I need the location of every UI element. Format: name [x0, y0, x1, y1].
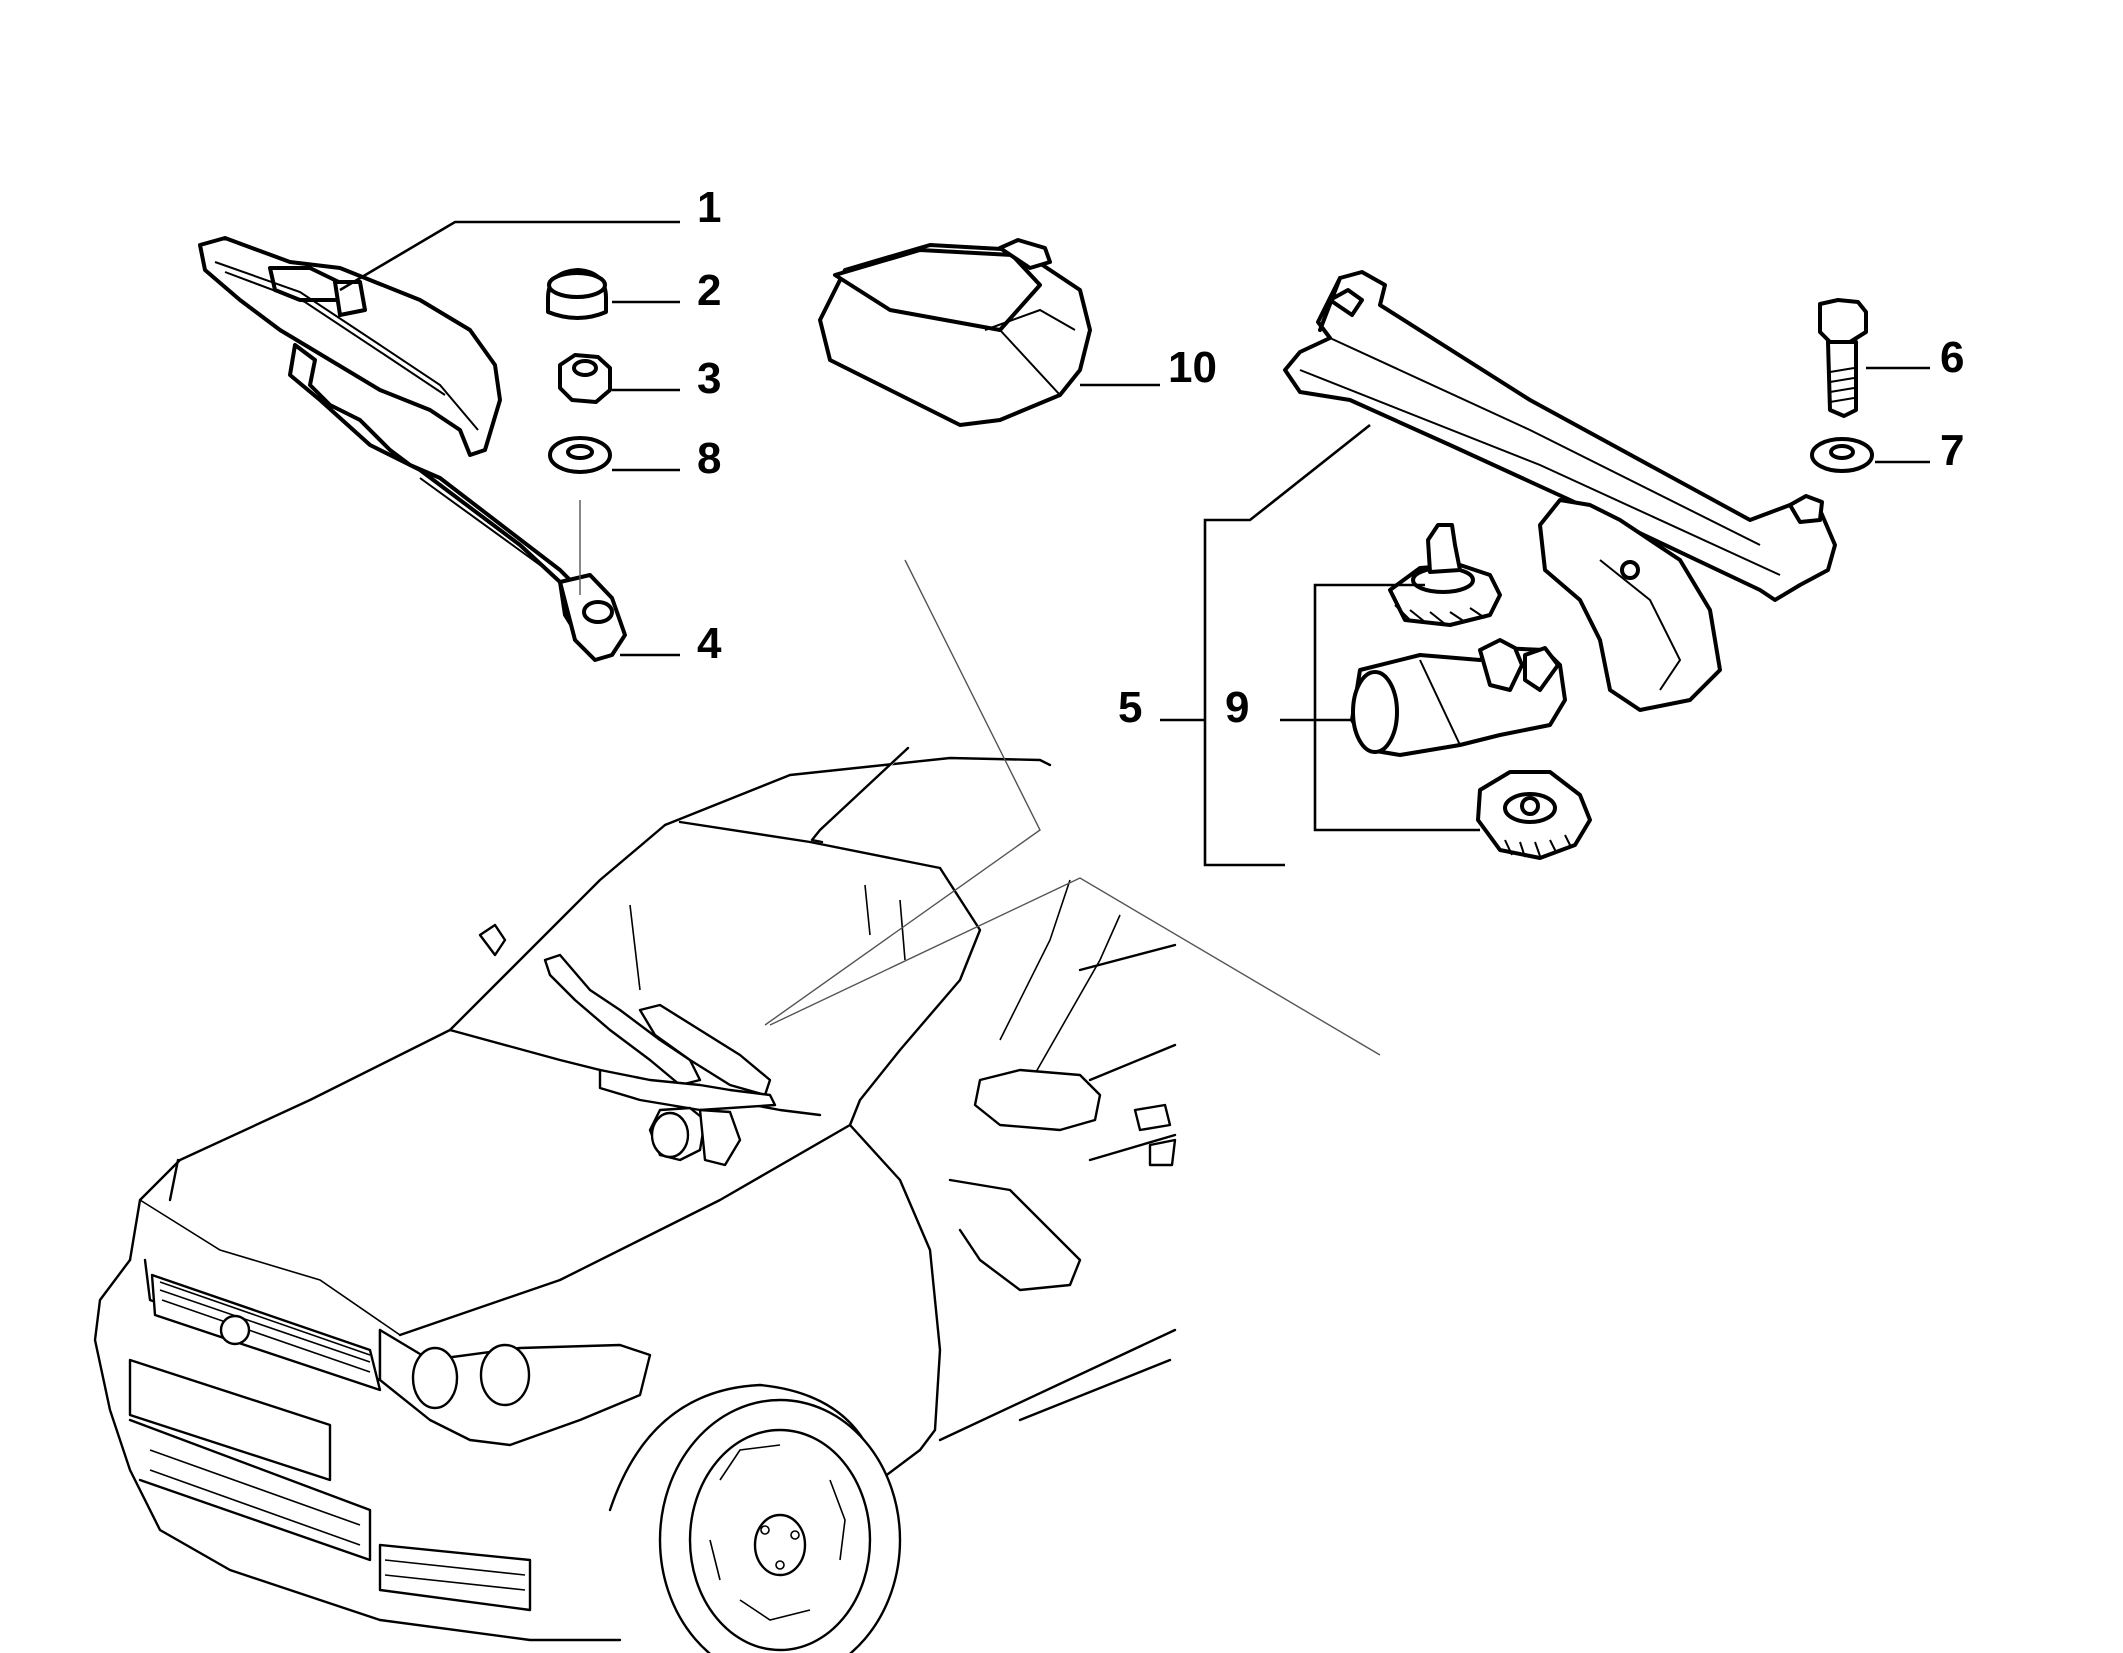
callout-6: 6 — [1940, 333, 1964, 382]
washer-part[interactable] — [548, 436, 612, 474]
callout-5: 5 — [1118, 683, 1142, 732]
callout-2: 2 — [697, 266, 721, 315]
callout-8: 8 — [697, 434, 721, 483]
bolt-part[interactable] — [1818, 298, 1868, 418]
car-illustration — [93, 746, 1177, 1653]
pointer-lines — [764, 559, 1381, 1056]
wiper-motor-part[interactable] — [1350, 638, 1567, 757]
callout-7: 7 — [1940, 426, 1964, 475]
control-module-part[interactable] — [818, 238, 1092, 427]
motor-gear-part[interactable] — [1388, 523, 1502, 627]
callout-10: 10 — [1168, 343, 1217, 392]
nut-part[interactable] — [558, 353, 612, 404]
callout-3: 3 — [697, 354, 721, 403]
wiper-linkage-part[interactable] — [1283, 270, 1837, 712]
callout-9: 9 — [1225, 683, 1249, 732]
leader-lines — [339, 220, 1930, 867]
callout-4: 4 — [697, 619, 722, 668]
callout-1: 1 — [697, 183, 721, 232]
washer-small-part[interactable] — [1810, 437, 1874, 473]
wiper-arm-part[interactable] — [288, 343, 627, 662]
wiper-blade-part[interactable] — [198, 236, 502, 457]
motor-bracket-part[interactable] — [1476, 770, 1592, 860]
cap-part[interactable] — [546, 268, 608, 320]
